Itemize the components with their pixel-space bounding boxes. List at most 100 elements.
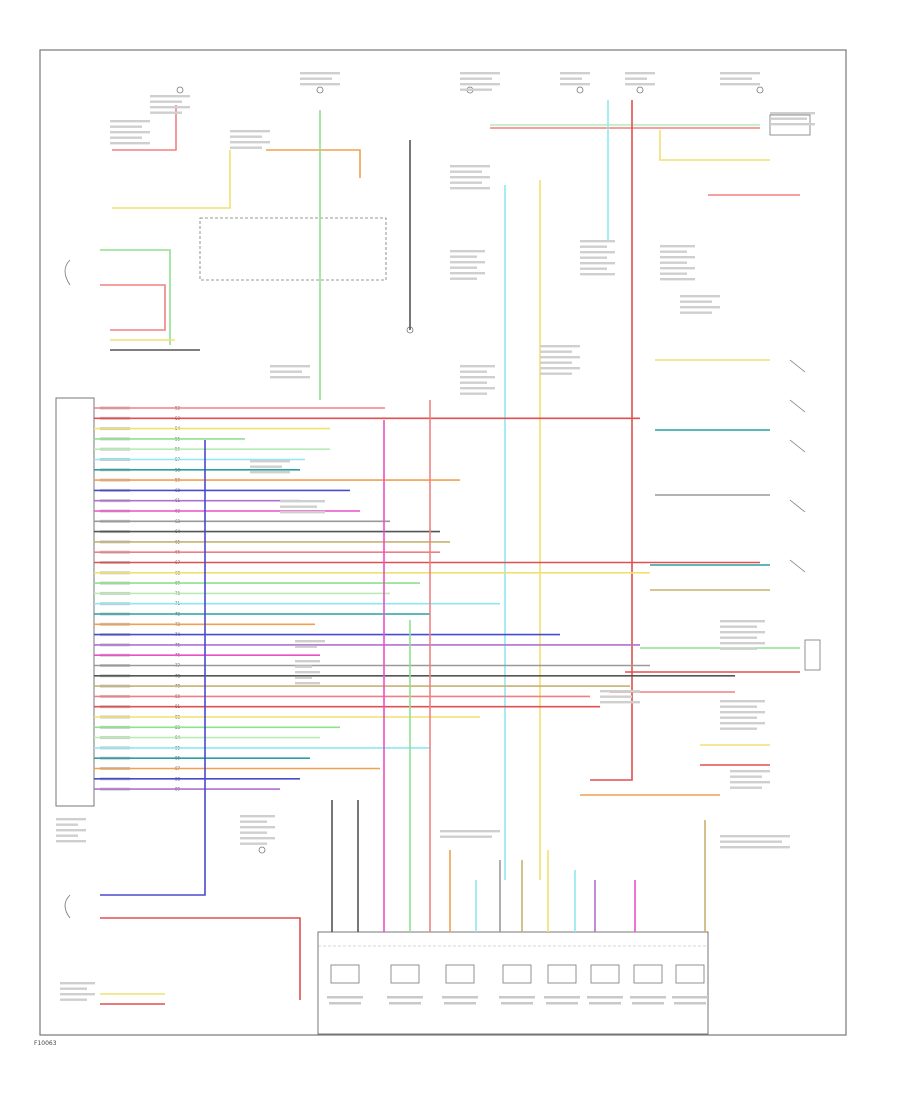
- transmission-solenoid-body: [317, 931, 709, 1035]
- switch-4: [789, 499, 806, 513]
- bottom-wires: [331, 400, 706, 932]
- annotation-line: [720, 727, 757, 730]
- solenoid-label-greek: [501, 1002, 533, 1005]
- annotation-line: [240, 831, 267, 834]
- left-sensor-wires: [100, 249, 200, 351]
- pcm-pin-labels: 5253545556575859606162636465666768697071…: [100, 406, 181, 792]
- solenoid-symbol: [445, 964, 475, 984]
- annotation-line: [720, 625, 757, 628]
- annotation-line: [660, 267, 695, 270]
- annotation-line: [560, 72, 590, 75]
- annotation-line: [600, 690, 640, 693]
- annotation-line: [240, 815, 275, 818]
- switch-5: [789, 559, 806, 573]
- fuse-node-4: [576, 86, 584, 94]
- annotation-line: [150, 106, 190, 109]
- annotation-line: [450, 250, 485, 253]
- annotation-line: [720, 83, 760, 86]
- annotation-line: [540, 367, 580, 370]
- solenoid-label-greek: [589, 1002, 621, 1005]
- fuse-node-2: [316, 86, 324, 94]
- wire-ls-1: [100, 249, 171, 345]
- annotation-line: [295, 640, 325, 643]
- annotation-line: [460, 72, 500, 75]
- annotation-line: [270, 376, 310, 379]
- ground-symbol-2: [258, 846, 266, 854]
- annotation-line: [240, 826, 275, 829]
- annotation-line: [540, 361, 572, 364]
- annotation-line: [680, 306, 720, 309]
- annotation-line: [460, 83, 500, 86]
- annotation-line: [450, 277, 477, 280]
- annotation-line: [460, 387, 495, 390]
- solenoid-symbol: [330, 964, 360, 984]
- switch-1: [789, 359, 806, 373]
- annotation-line: [240, 837, 275, 840]
- solenoid-label-greek: [546, 1002, 578, 1005]
- annotation-line: [600, 701, 640, 704]
- annotation-line: [660, 272, 687, 275]
- annotation-line: [450, 181, 482, 184]
- annotation-line: [230, 135, 262, 138]
- annotation-line: [540, 345, 580, 348]
- annotation-line: [680, 295, 720, 298]
- annotation-line: [625, 83, 655, 86]
- wire-top-9: [659, 130, 770, 161]
- annotation-greek: [56, 72, 815, 1001]
- annotation-line: [460, 381, 487, 384]
- solenoid-symbol: [675, 964, 705, 984]
- annotation-line: [460, 370, 487, 373]
- fuse-node-6: [756, 86, 764, 94]
- annotation-line: [56, 829, 86, 832]
- annotation-line: [720, 620, 765, 623]
- annotation-line: [720, 846, 790, 849]
- annotation-line: [720, 631, 765, 634]
- annotation-line: [280, 500, 325, 503]
- annotation-line: [450, 165, 490, 168]
- annotation-line: [580, 251, 615, 254]
- wire-ls-2: [100, 284, 166, 331]
- wire-ll-1: [100, 440, 206, 896]
- annotation-line: [440, 835, 492, 838]
- annotation-line: [270, 370, 302, 373]
- solenoid-symbol: [547, 964, 577, 984]
- solenoid-label-greek: [544, 996, 580, 999]
- solenoid-label-greek: [674, 1002, 706, 1005]
- solenoid-symbol: [633, 964, 663, 984]
- annotation-line: [560, 83, 590, 86]
- annotation-line: [680, 311, 712, 314]
- annotation-line: [250, 465, 282, 468]
- annotation-line: [680, 300, 712, 303]
- annotation-line: [770, 123, 815, 126]
- annotation-line: [250, 471, 290, 474]
- annotation-line: [460, 88, 492, 91]
- annotation-line: [580, 267, 607, 270]
- diagram-frame: [39, 49, 847, 1036]
- annotation-line: [720, 840, 782, 843]
- figure-id: F10063: [34, 1040, 57, 1047]
- annotation-line: [230, 146, 262, 149]
- annotation-line: [56, 834, 78, 837]
- annotation-line: [450, 170, 482, 173]
- annotation-line: [300, 72, 340, 75]
- annotation-line: [770, 112, 815, 115]
- solenoid-label-greek: [444, 1002, 476, 1005]
- solenoid-label-greek: [387, 996, 423, 999]
- annotation-line: [110, 131, 150, 134]
- annotation-line: [270, 365, 310, 368]
- annotation-line: [60, 998, 87, 1001]
- annotation-line: [660, 261, 687, 264]
- solenoid-group: [327, 964, 708, 1005]
- annotation-line: [730, 770, 770, 773]
- annotation-line: [730, 786, 762, 789]
- annotation-line: [110, 125, 142, 128]
- annotation-line: [230, 141, 270, 144]
- annotation-line: [540, 356, 580, 359]
- pcm-connector-body: [55, 397, 95, 807]
- annotation-line: [295, 676, 312, 679]
- annotation-line: [720, 700, 765, 703]
- solenoid-label-greek: [327, 996, 363, 999]
- annotation-line: [625, 77, 647, 80]
- solenoid-label-greek: [672, 996, 708, 999]
- annotation-line: [450, 255, 477, 258]
